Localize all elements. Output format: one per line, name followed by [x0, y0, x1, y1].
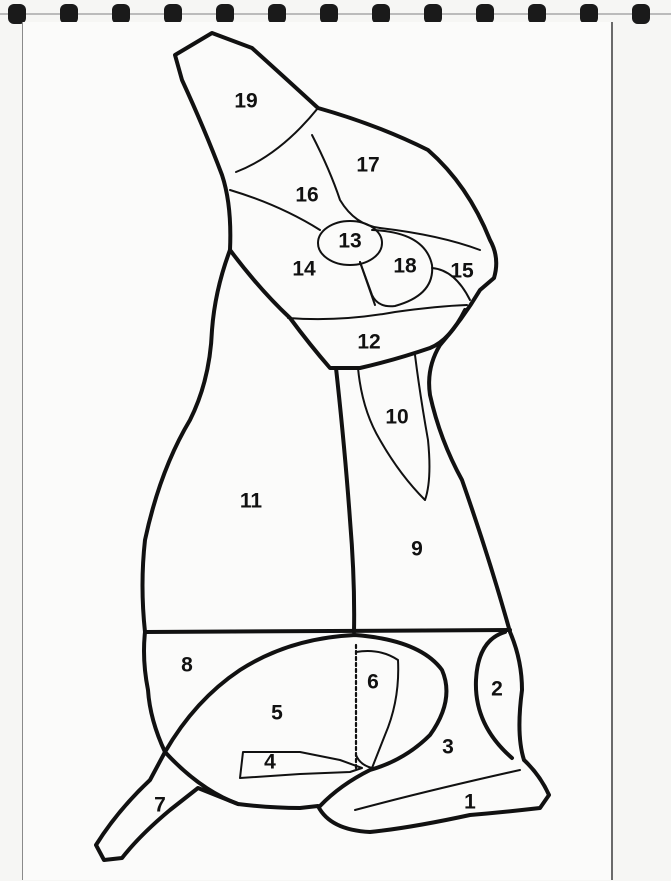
cut-label-14: 14 — [292, 258, 316, 281]
cut-label-1: 1 — [464, 791, 476, 814]
cut-label-4: 4 — [264, 751, 276, 774]
cut-label-12: 12 — [357, 331, 380, 354]
cut-line-6 — [356, 651, 398, 768]
cut-line-19 — [236, 108, 318, 172]
cut-line-brisket — [230, 250, 465, 368]
cut-label-6: 6 — [367, 671, 379, 694]
cut-label-9: 9 — [411, 538, 423, 561]
cut-line-17-16 — [312, 135, 380, 228]
cut-label-10: 10 — [385, 406, 408, 429]
cut-label-16: 16 — [295, 184, 318, 207]
cut-label-8: 8 — [181, 654, 193, 677]
cut-line-17-15 — [380, 228, 480, 250]
cut-line-3-1 — [355, 770, 520, 810]
cut-label-11: 11 — [240, 490, 263, 513]
cut-line-waist — [145, 630, 510, 632]
cut-line-7 — [165, 752, 238, 804]
cut-line-12-top — [288, 305, 467, 319]
cut-line-4 — [240, 752, 362, 778]
cut-line-5 — [165, 635, 446, 806]
cut-line-spine — [336, 368, 354, 632]
cut-label-15: 15 — [450, 260, 474, 283]
cut-label-18: 18 — [393, 255, 417, 278]
cut-label-19: 19 — [234, 90, 257, 113]
cut-label-5: 5 — [271, 702, 283, 725]
cut-label-2: 2 — [491, 678, 503, 701]
cut-line-14-18 — [360, 262, 375, 305]
cut-label-7: 7 — [154, 794, 166, 817]
cut-label-13: 13 — [338, 230, 361, 253]
cut-label-17: 17 — [356, 154, 379, 177]
cut-label-3: 3 — [442, 736, 454, 759]
